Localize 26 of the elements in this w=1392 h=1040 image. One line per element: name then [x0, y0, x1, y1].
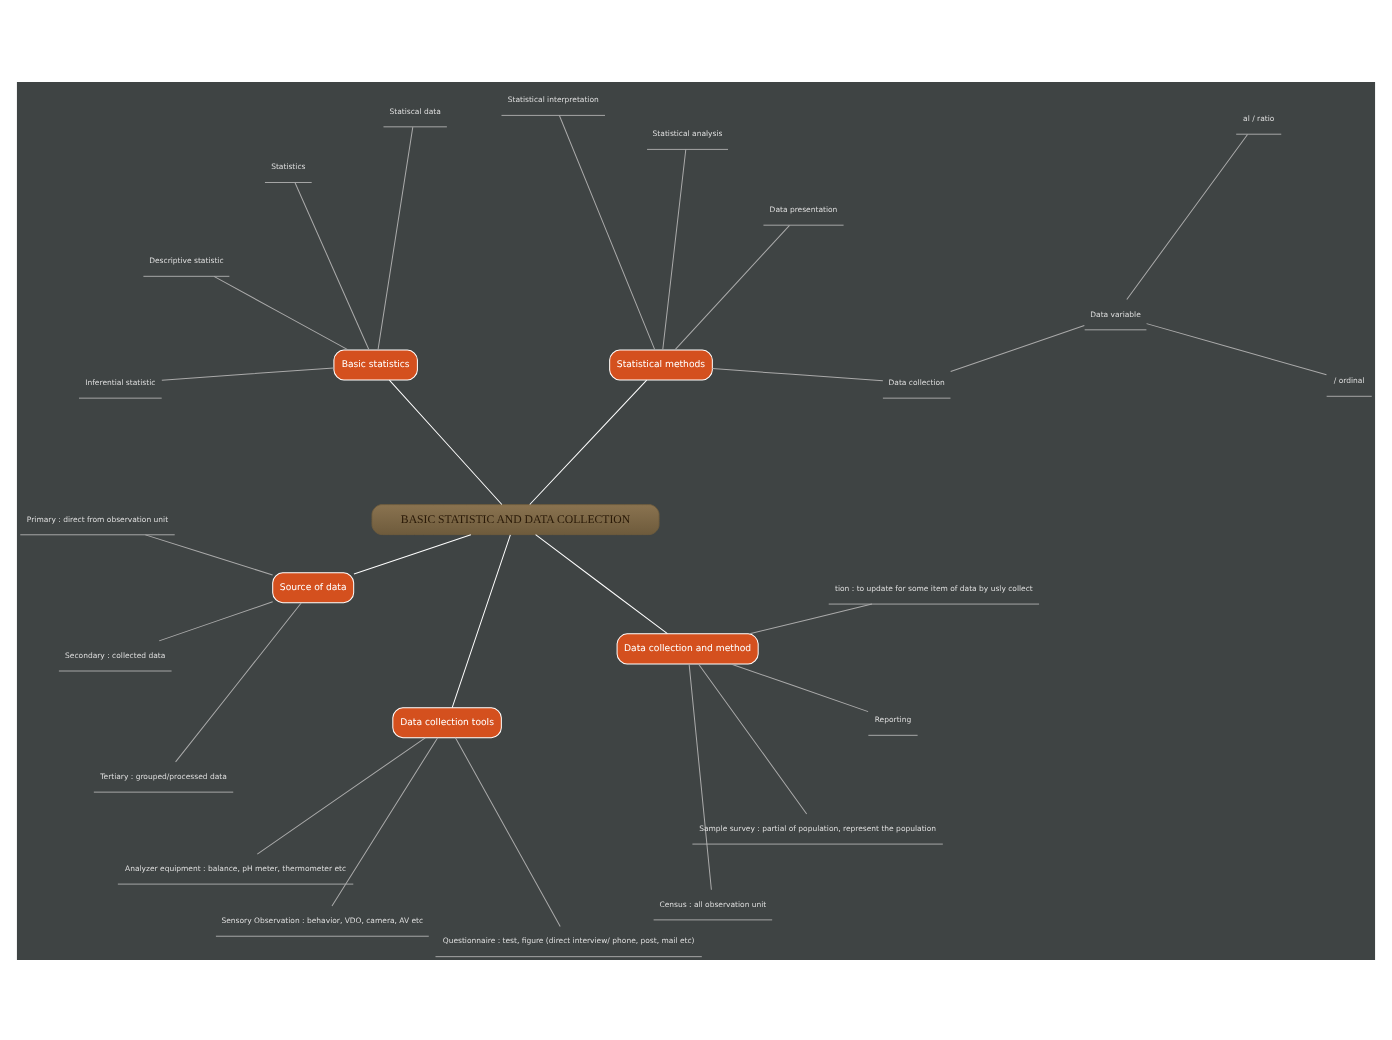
- connector: [529, 378, 648, 504]
- connector: [331, 736, 438, 906]
- connector: [377, 125, 414, 350]
- connector: [950, 324, 1085, 371]
- connector: [454, 736, 561, 926]
- connector: [749, 602, 873, 634]
- connector: [730, 662, 869, 712]
- connector: [698, 662, 808, 814]
- connector: [161, 366, 335, 380]
- connector: [158, 600, 274, 641]
- connector: [674, 223, 791, 350]
- connector: [688, 662, 712, 890]
- connector: [213, 274, 349, 350]
- connector: [353, 533, 472, 574]
- connector: [535, 533, 668, 634]
- connector: [175, 601, 302, 762]
- connector: [1126, 132, 1249, 299]
- connector: [388, 378, 503, 504]
- connector: [558, 113, 656, 350]
- connector: [451, 533, 511, 708]
- connector: [1146, 322, 1327, 375]
- connector: [144, 533, 274, 575]
- connector: [662, 148, 687, 350]
- connector: [711, 367, 884, 381]
- connector: [256, 736, 426, 854]
- connector: [294, 181, 370, 350]
